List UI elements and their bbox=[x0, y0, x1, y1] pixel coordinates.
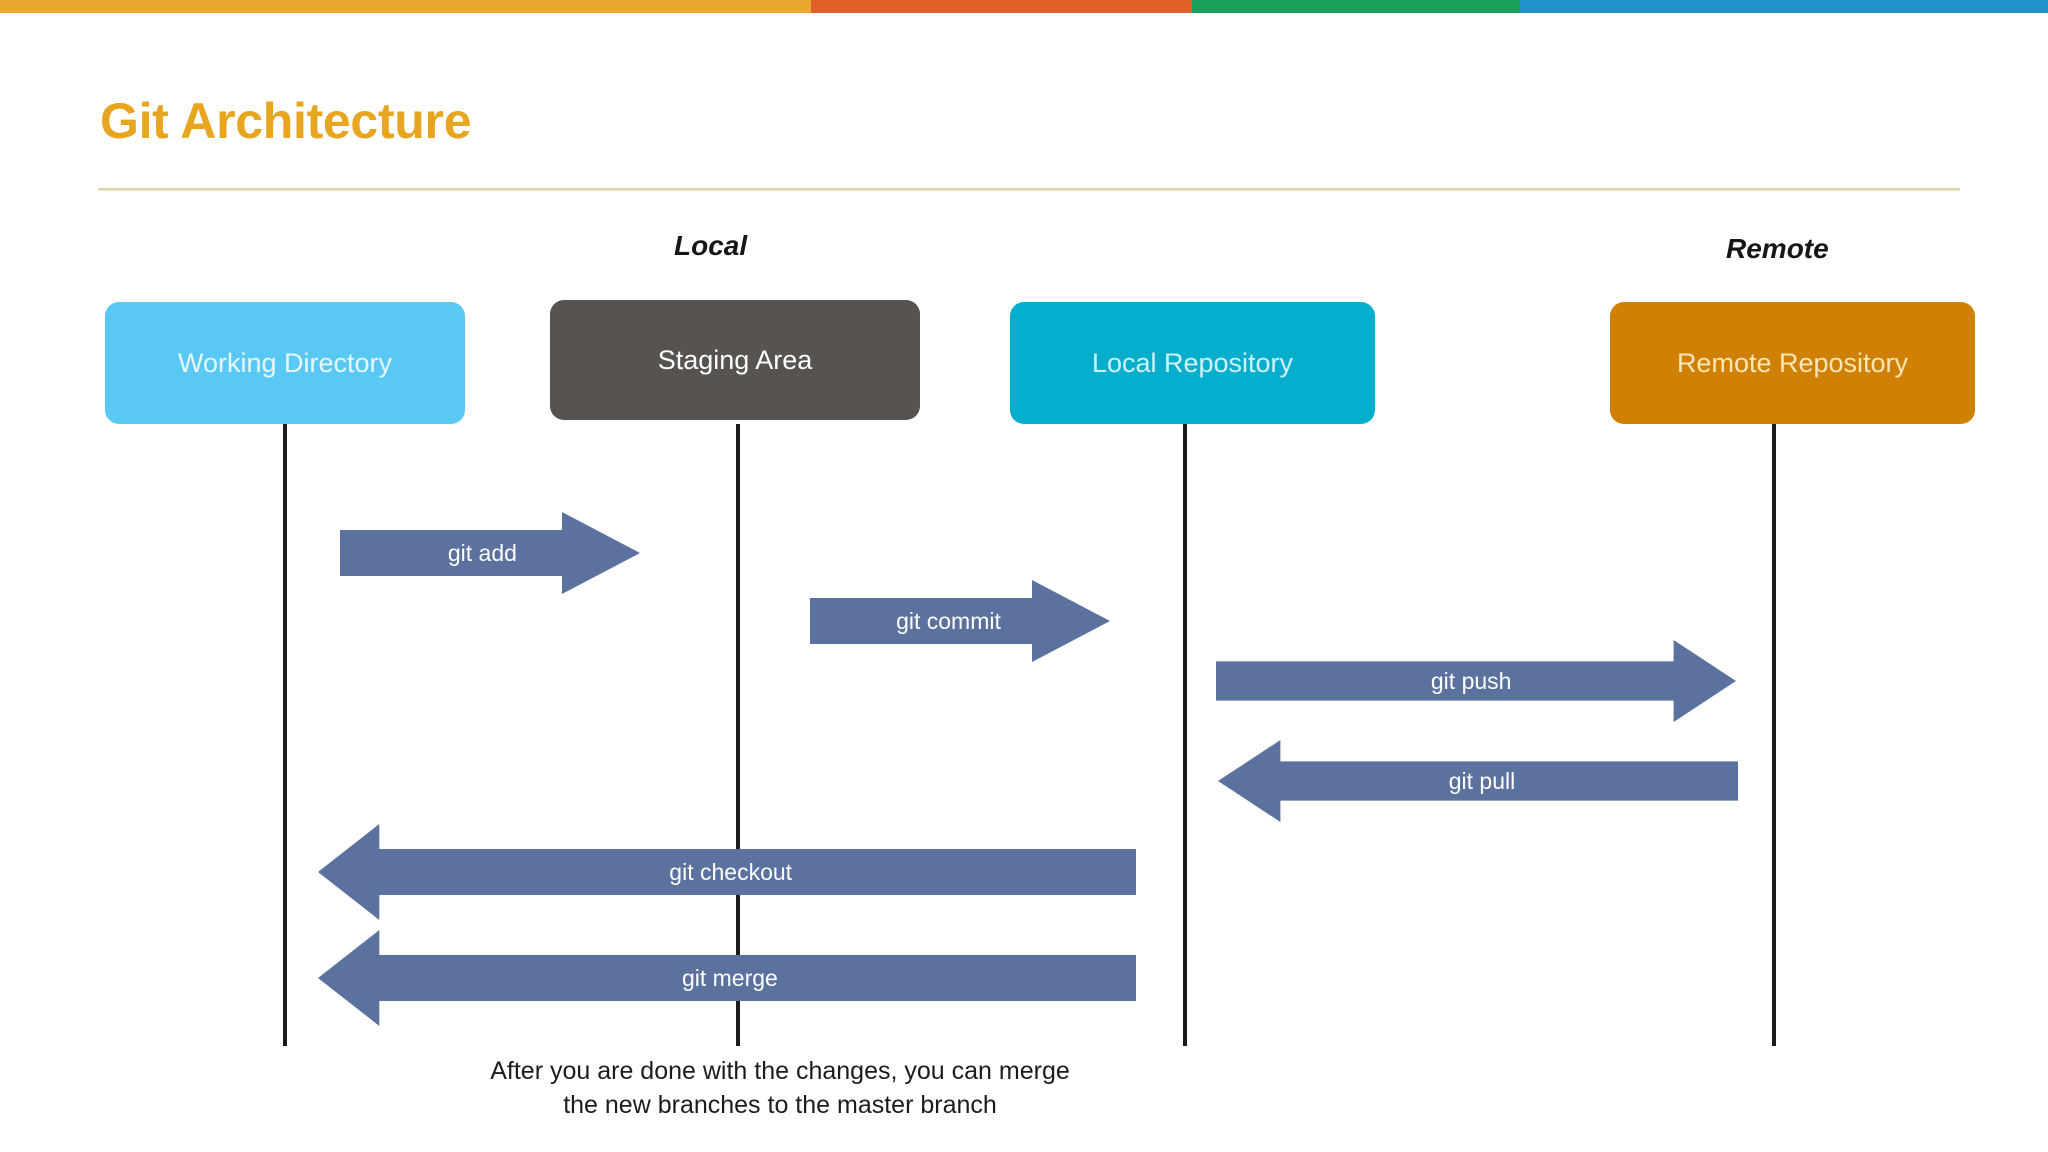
node-local-repository[interactable]: Local Repository bbox=[1010, 302, 1375, 424]
arrow-git-pull[interactable]: git pull bbox=[1218, 740, 1738, 822]
accent-segment-orange bbox=[811, 0, 1192, 13]
node-staging-area[interactable]: Staging Area bbox=[550, 300, 920, 420]
node-working-directory-label: Working Directory bbox=[177, 347, 393, 378]
lifeline-staging-area bbox=[736, 424, 740, 1046]
arrow-git-add[interactable]: git add bbox=[340, 512, 640, 594]
arrow-git-merge[interactable]: git merge bbox=[318, 930, 1136, 1026]
accent-segment-yellow bbox=[0, 0, 811, 13]
arrow-git-pull-label: git pull bbox=[1448, 767, 1516, 794]
footer-caption: After you are done with the changes, you… bbox=[450, 1055, 1110, 1122]
footer-caption-line-2: the new branches to the master branch bbox=[563, 1090, 997, 1119]
page-title: Git Architecture bbox=[100, 93, 472, 149]
arrow-git-checkout[interactable]: git checkout bbox=[318, 824, 1136, 920]
footer-caption-line-1: After you are done with the changes, you… bbox=[490, 1057, 1070, 1085]
arrow-git-commit[interactable]: git commit bbox=[810, 580, 1110, 662]
node-working-directory[interactable]: Working Directory bbox=[105, 302, 465, 424]
arrow-git-push-label: git push bbox=[1430, 667, 1512, 694]
zone-label-remote: Remote bbox=[1726, 233, 1829, 264]
node-remote-repository[interactable]: Remote Repository bbox=[1610, 302, 1975, 424]
node-local-repository-label: Local Repository bbox=[1091, 347, 1294, 378]
lifeline-local-repository bbox=[1183, 424, 1187, 1046]
lifeline-remote-repository bbox=[1772, 424, 1776, 1046]
accent-segment-blue bbox=[1519, 0, 2048, 13]
title-divider bbox=[98, 188, 1960, 191]
arrow-git-checkout-label: git checkout bbox=[669, 858, 793, 885]
node-staging-area-label: Staging Area bbox=[657, 344, 813, 375]
arrow-git-commit-label: git commit bbox=[896, 607, 1001, 634]
arrow-git-add-label: git add bbox=[447, 539, 517, 566]
arrow-git-push[interactable]: git push bbox=[1216, 640, 1736, 722]
accent-segment-green bbox=[1191, 0, 1520, 13]
zone-label-local: Local bbox=[674, 230, 748, 261]
top-accent-bar bbox=[0, 0, 2048, 13]
node-remote-repository-label: Remote Repository bbox=[1676, 347, 1909, 378]
lifeline-working-directory bbox=[283, 424, 287, 1046]
arrow-git-merge-label: git merge bbox=[681, 964, 778, 991]
